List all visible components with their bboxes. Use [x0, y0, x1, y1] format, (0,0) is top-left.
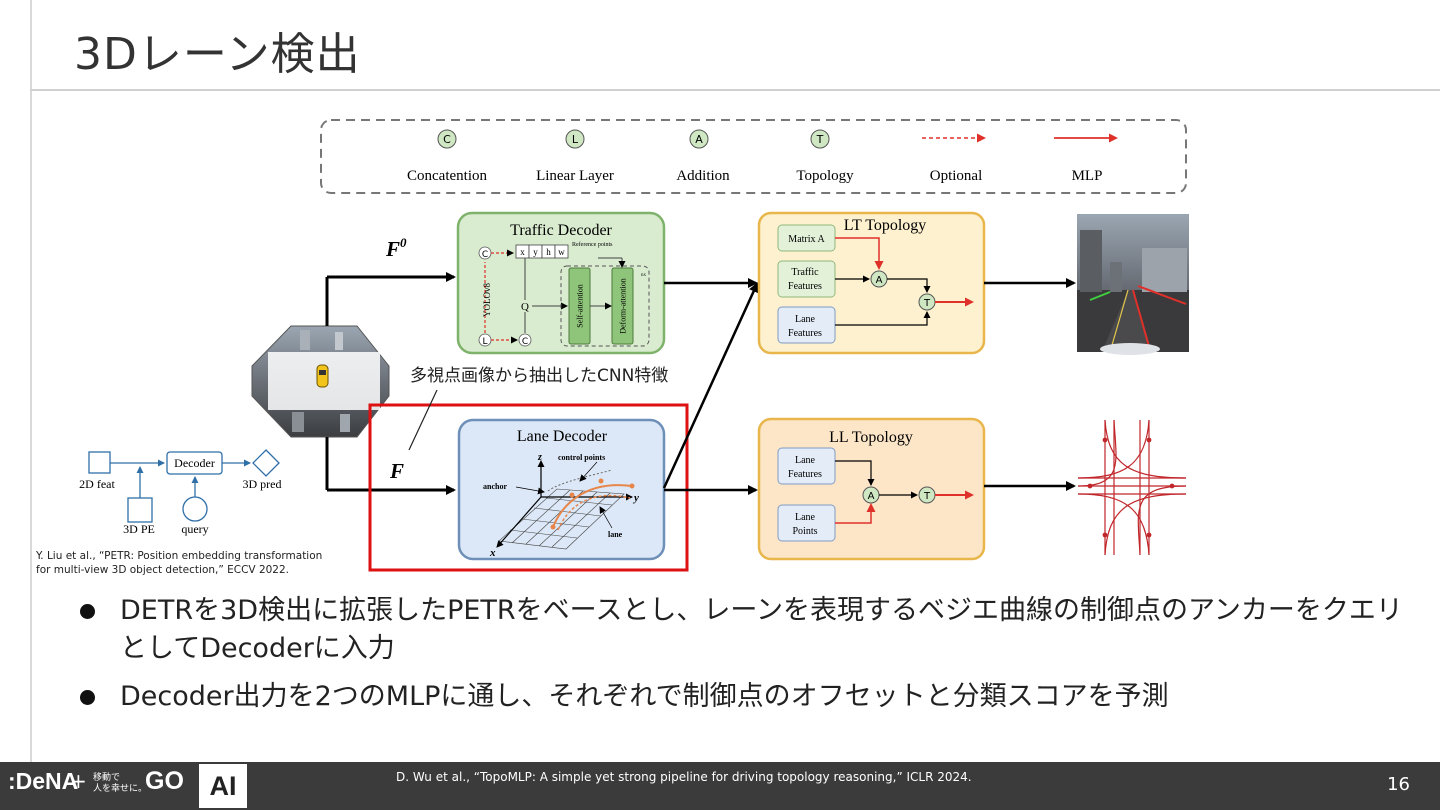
svg-text:T: T [816, 133, 824, 146]
svg-text:T: T [923, 298, 931, 309]
svg-text:2D feat: 2D feat [79, 477, 115, 491]
title-rule [30, 89, 1440, 91]
svg-text:h: h [546, 247, 551, 257]
svg-text:Lane: Lane [795, 314, 816, 325]
svg-text:C: C [482, 250, 488, 260]
legend-mlp: MLP [1054, 133, 1118, 184]
svg-text:query: query [181, 522, 208, 536]
legend-addition: A Addition [676, 129, 730, 184]
svg-text:Reference points: Reference points [572, 241, 613, 248]
multiview-images [251, 325, 390, 438]
callout-leader [408, 389, 438, 451]
left-rule [30, 0, 32, 762]
legend-linear: L Linear Layer [536, 129, 614, 184]
svg-text:Q: Q [521, 301, 529, 313]
svg-text:A: A [695, 133, 703, 146]
svg-text:z: z [537, 452, 542, 463]
page-number: 16 [1387, 774, 1410, 795]
svg-text:Topology: Topology [796, 168, 854, 184]
lt-topology: LT Topology Matrix A Traffic Features La… [757, 211, 986, 355]
svg-text:Concatention: Concatention [407, 168, 487, 184]
traffic-decoder: Traffic Decoder C L C YOLOv8 x y h w Ref… [456, 211, 666, 355]
svg-text:Linear Layer: Linear Layer [536, 168, 614, 184]
svg-text:LL Topology: LL Topology [829, 429, 913, 446]
highlight-box [368, 403, 689, 572]
front-camera-output [1077, 214, 1189, 355]
svg-text:Features: Features [788, 281, 822, 292]
svg-text:y: y [533, 247, 538, 257]
svg-text:w: w [558, 247, 565, 257]
bullet-list: DETRを3D検出に拡張したPETRをベースとし、レーンを表現するベジエ曲線の制… [80, 592, 1420, 726]
lane-decoder: Lane Decoder z x y control points anchor… [457, 418, 666, 561]
lane-graph-output [1077, 419, 1187, 556]
svg-text:Addition: Addition [676, 168, 730, 184]
svg-text:A: A [868, 491, 875, 502]
svg-text:YOLOv8: YOLOv8 [482, 283, 492, 317]
svg-text:Decoder: Decoder [174, 456, 215, 470]
svg-text:nx: nx [641, 273, 647, 278]
svg-text:anchor: anchor [483, 482, 507, 491]
svg-text:Traffic Decoder: Traffic Decoder [510, 222, 612, 239]
svg-text:Deform-attention: Deform-attention [619, 278, 628, 334]
ll-topology: LL Topology Lane Features Lane Points A … [757, 417, 986, 561]
svg-text:L: L [572, 133, 579, 146]
svg-text:Optional: Optional [930, 168, 983, 184]
petr-citation: Y. Liu et al., “PETR: Position embedding… [36, 550, 323, 576]
svg-text:Self-attention: Self-attention [576, 284, 585, 328]
svg-text:Matrix A: Matrix A [788, 234, 825, 245]
svg-text:C: C [522, 337, 528, 347]
svg-text:Points: Points [792, 526, 817, 537]
slide-title: 3Dレーン検出 [74, 29, 361, 80]
svg-text:Lane: Lane [795, 512, 816, 523]
svg-text:3D PE: 3D PE [123, 522, 155, 536]
bullet-item: DETRを3D検出に拡張したPETRをベースとし、レーンを表現するベジエ曲線の制… [80, 592, 1420, 668]
legend-concat: C Concatention [407, 129, 487, 184]
logo-plus: + [70, 769, 87, 793]
go-logo: GO [145, 767, 184, 795]
svg-text:LT Topology: LT Topology [844, 217, 927, 234]
svg-text:x: x [520, 247, 525, 257]
petr-diagram: Decoder 2D feat 3D pred 3D PE query [79, 449, 282, 536]
go-tagline: 移動で人を幸せに。 [93, 773, 148, 794]
svg-text:A: A [876, 275, 883, 286]
svg-text:y: y [632, 492, 639, 504]
svg-text:MLP: MLP [1072, 168, 1103, 184]
f0-label: F0 [385, 235, 407, 261]
svg-text:Traffic: Traffic [791, 267, 819, 278]
svg-text:3D pred: 3D pred [243, 477, 282, 491]
car-icon [316, 364, 329, 388]
svg-text:C: C [443, 133, 451, 146]
svg-text:L: L [482, 337, 487, 347]
legend: C Concatention L Linear Layer A Addition… [320, 119, 1187, 194]
topomlp-diagram: C Concatention L Linear Layer A Addition… [79, 119, 1189, 572]
svg-text:Lane Decoder: Lane Decoder [517, 428, 608, 445]
bullet-dot [80, 604, 95, 619]
svg-text:x: x [489, 547, 496, 559]
xyhw-cells: x y h w [515, 244, 569, 259]
bullet-item: Decoder出力を2つのMLPに通し、それぞれで制御点のオフセットと分類スコア… [80, 678, 1420, 716]
ai-logo: AI [199, 764, 247, 808]
legend-optional: Optional [922, 133, 986, 184]
svg-text:lane: lane [608, 530, 623, 539]
legend-topology: T Topology [796, 129, 854, 184]
svg-text:Features: Features [788, 328, 822, 339]
svg-text:Lane: Lane [795, 455, 816, 466]
svg-text:control points: control points [558, 453, 605, 462]
svg-text:Features: Features [788, 469, 822, 480]
svg-text:T: T [923, 491, 931, 502]
f-label: F [389, 459, 404, 483]
topomlp-citation: D. Wu et al., “TopoMLP: A simple yet str… [396, 770, 972, 784]
bullet-dot [80, 690, 95, 705]
dena-logo: :DeNA [8, 768, 79, 794]
cnn-feature-callout: 多視点画像から抽出したCNN特徴 [410, 366, 668, 386]
